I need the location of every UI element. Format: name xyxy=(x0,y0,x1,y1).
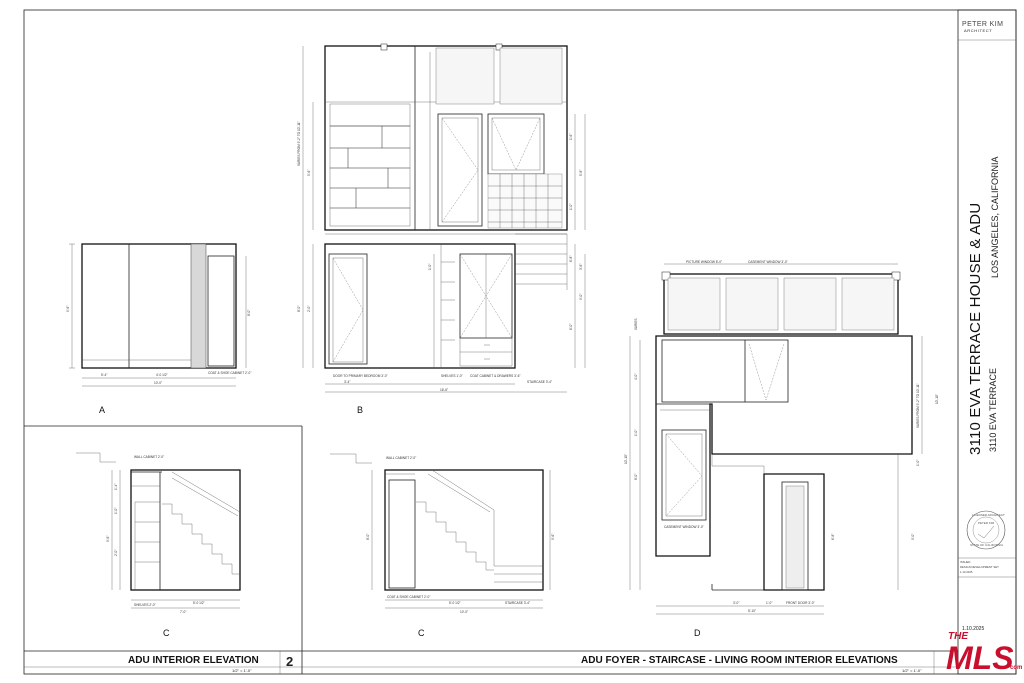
elevation-c-left: WALL CABINET 2'-0" 9'-6" 1'-4" 1'-0" 2'-… xyxy=(76,452,241,638)
project-title: 3110 EVA TERRACE HOUSE & ADU xyxy=(967,203,984,455)
sheet-left-scale: 1/2" = 1'-0" xyxy=(232,668,252,673)
svg-text:10'-10": 10'-10" xyxy=(935,394,939,404)
svg-text:10'-0": 10'-0" xyxy=(460,610,468,614)
svg-text:8'-0": 8'-0" xyxy=(634,474,638,480)
svg-text:MLS: MLS xyxy=(946,640,1014,675)
svg-text:9'-0": 9'-0" xyxy=(579,294,583,300)
svg-text:5'-10": 5'-10" xyxy=(748,609,756,613)
project-location: LOS ANGELES, CALIFORNIA xyxy=(990,156,1000,278)
svg-text:3'-4": 3'-4" xyxy=(344,380,350,384)
svg-text:STATE OF CALIFORNIA: STATE OF CALIFORNIA xyxy=(970,543,1003,547)
svg-text:THE: THE xyxy=(948,631,968,642)
elevation-b-label: B xyxy=(357,405,363,415)
svg-text:COAT CABINET & DRAWERS 3'-6": COAT CABINET & DRAWERS 3'-6" xyxy=(470,374,521,378)
svg-text:LICENSED ARCHITECT: LICENSED ARCHITECT xyxy=(972,513,1005,517)
svg-text:9'-6": 9'-6" xyxy=(551,534,555,540)
svg-text:SHELVES 1'-0": SHELVES 1'-0" xyxy=(441,374,463,378)
svg-text:4'-0 1/2": 4'-0 1/2" xyxy=(156,373,168,377)
svg-text:9'-6": 9'-6" xyxy=(106,536,110,542)
svg-text:DOOR TO PRIMARY BEDROOM 3'-0": DOOR TO PRIMARY BEDROOM 3'-0" xyxy=(333,374,388,378)
svg-text:1'-0": 1'-0" xyxy=(569,204,573,210)
svg-text:VARIES FROM 9'-2" TO 10'-11": VARIES FROM 9'-2" TO 10'-11" xyxy=(916,383,920,428)
issue-date: 1.10.2025 xyxy=(960,570,973,574)
elevation-a: 9'-6" 8'-0" 5'-4" 4'-0 1/2" 10'-0" COAT … xyxy=(66,243,251,415)
svg-text:5'-8": 5'-8" xyxy=(579,170,583,176)
svg-text:WALL CABINET 2'-0": WALL CABINET 2'-0" xyxy=(386,456,416,460)
svg-text:3'-6": 3'-6" xyxy=(579,264,583,270)
svg-text:1'-0": 1'-0" xyxy=(114,508,118,514)
svg-text:COAT & SHOE CABINET 2'-0": COAT & SHOE CABINET 2'-0" xyxy=(208,371,251,375)
title-block-frame xyxy=(957,9,1017,675)
svg-text:9'-6": 9'-6" xyxy=(307,170,311,176)
svg-text:6'-8": 6'-8" xyxy=(831,534,835,540)
svg-text:7'-0": 7'-0" xyxy=(180,610,186,614)
svg-text:8'-0": 8'-0" xyxy=(297,306,301,312)
sheet-left-number: 2 xyxy=(286,654,293,669)
svg-text:CASEMENT WINDOW 3'-0": CASEMENT WINDOW 3'-0" xyxy=(664,525,704,529)
mls-watermark: THE MLS com xyxy=(944,627,1022,676)
svg-text:WALL CABINET 2'-0": WALL CABINET 2'-0" xyxy=(134,455,164,459)
svg-text:9'-0": 9'-0" xyxy=(911,534,915,540)
svg-text:COAT & SHOE CABINET 2'-0": COAT & SHOE CABINET 2'-0" xyxy=(387,595,430,599)
svg-text:1'-0": 1'-0" xyxy=(916,460,920,466)
svg-text:10'-0": 10'-0" xyxy=(154,381,162,385)
elevation-c-left-label: C xyxy=(163,628,170,638)
sheet-left-title: ADU INTERIOR ELEVATION xyxy=(128,655,259,666)
svg-text:1'-6": 1'-6" xyxy=(569,134,573,140)
svg-text:9'-6": 9'-6" xyxy=(66,306,70,312)
svg-text:PETER KIM: PETER KIM xyxy=(978,521,995,525)
svg-text:FRONT DOOR 3'-0": FRONT DOOR 3'-0" xyxy=(786,601,815,605)
svg-text:1'-4": 1'-4" xyxy=(114,484,118,490)
sheet-date: 1.10.2025 xyxy=(962,626,984,632)
svg-text:PICTURE WINDOW 8'-0": PICTURE WINDOW 8'-0" xyxy=(686,260,722,264)
title-block: PETER KIM ARCHITECT 3110 EVA TERRACE HOU… xyxy=(958,21,1016,632)
svg-text:1'-0": 1'-0" xyxy=(634,430,638,436)
mls-logo-icon: THE MLS com xyxy=(946,631,1022,676)
svg-text:CASEMENT WINDOW 3'-0": CASEMENT WINDOW 3'-0" xyxy=(748,260,788,264)
svg-text:VARIES FROM 9'-2" TO 10'-11": VARIES FROM 9'-2" TO 10'-11" xyxy=(297,121,301,166)
svg-text:3'-0": 3'-0" xyxy=(733,601,739,605)
architect-seal-icon xyxy=(966,510,1006,550)
svg-text:5'-0 1/2": 5'-0 1/2" xyxy=(193,601,205,605)
svg-text:STAIRCASE 3'-4": STAIRCASE 3'-4" xyxy=(505,601,530,605)
svg-text:16'-6": 16'-6" xyxy=(440,388,448,392)
firm-name: PETER KIM xyxy=(962,21,1003,28)
elevation-a-label: A xyxy=(99,405,105,415)
elevation-d: PICTURE WINDOW 8'-0" CASEMENT WINDOW 3'-… xyxy=(624,260,939,638)
sheet-right-title: ADU FOYER - STAIRCASE - LIVING ROOM INTE… xyxy=(581,655,898,666)
svg-text:2'-0": 2'-0" xyxy=(307,306,311,312)
svg-text:5'-0 1/2": 5'-0 1/2" xyxy=(449,601,461,605)
sheet-border xyxy=(23,9,1017,675)
sheet-right-scale: 1/2" = 1'-0" xyxy=(902,668,922,673)
svg-text:8'-0": 8'-0" xyxy=(366,534,370,540)
svg-text:1'-0": 1'-0" xyxy=(766,601,772,605)
project-address: 3110 EVA TERRACE xyxy=(988,368,998,452)
svg-text:2'-0": 2'-0" xyxy=(114,550,118,556)
issue-heading: ISSUED xyxy=(960,560,970,564)
svg-text:VARIES: VARIES xyxy=(634,319,638,330)
svg-text:5'-4": 5'-4" xyxy=(101,373,107,377)
svg-text:6'-0": 6'-0" xyxy=(569,324,573,330)
svg-text:10'-10": 10'-10" xyxy=(624,454,628,464)
elevation-d-label: D xyxy=(694,628,701,638)
elevation-b: VARIES FROM 9'-2" TO 10'-11" 9'-6" 8'-0"… xyxy=(297,43,586,415)
elevation-c-right-label: C xyxy=(418,628,425,638)
svg-text:8'-0": 8'-0" xyxy=(247,310,251,316)
svg-text:SHELVES 2'-0": SHELVES 2'-0" xyxy=(134,603,156,607)
svg-text:1'-0": 1'-0" xyxy=(428,264,432,270)
svg-text:6'-8": 6'-8" xyxy=(569,256,573,262)
svg-text:STAIRCASE 3'-4": STAIRCASE 3'-4" xyxy=(527,380,552,384)
svg-text:com: com xyxy=(1010,665,1022,671)
firm-sub: ARCHITECT xyxy=(964,28,992,33)
elevation-c-right: WALL CABINET 2'-0" 8'-0" 9'-6" COAT & SH… xyxy=(330,453,555,638)
svg-text:4'-0": 4'-0" xyxy=(634,374,638,380)
issue-text: DESIGN DEVELOPMENT SET xyxy=(960,565,999,569)
